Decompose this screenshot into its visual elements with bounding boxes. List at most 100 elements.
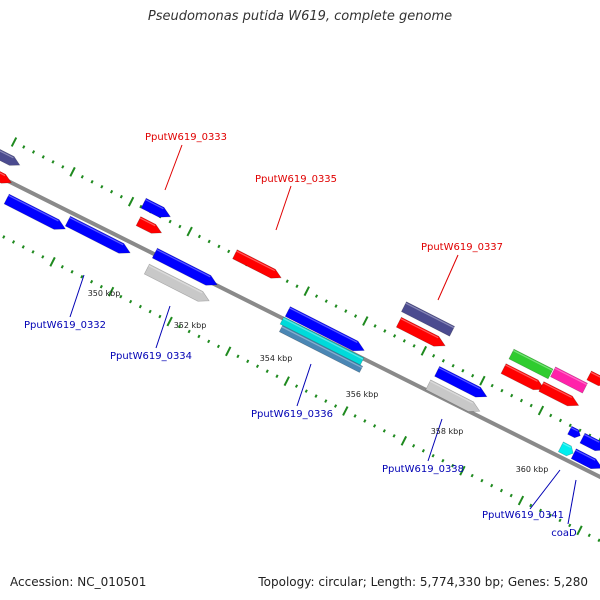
bottom-tick [90,279,94,284]
top-tick [441,358,445,363]
bottom-tick [255,364,260,369]
gene-feature-g_blue_332a[interactable] [3,193,66,230]
bottom-tick [283,376,290,387]
bottom-tick [421,448,425,453]
leader-line-coaD [567,479,577,525]
bottom-tick [587,533,591,538]
bottom-tick [236,354,240,359]
bottom-tick [490,483,494,488]
bottom-tick [70,269,74,274]
gene-feature-g_blue_338[interactable] [434,365,488,398]
leader-line-PputW619_0341 [529,469,561,510]
top-tick [51,160,55,164]
gene-feature-g_red_340[interactable] [538,381,580,407]
gene-highlight [281,326,363,369]
top-tick [393,334,397,338]
gene-label-PputW619_0337[interactable]: PputW619_0337 [421,242,503,253]
gene-feature-g_cyan_336[interactable] [279,316,365,366]
gene-feature-g_top_left_red[interactable] [0,165,12,184]
bottom-tick [80,274,84,279]
leader-line-PputW619_0332 [69,274,85,318]
bottom-tick [107,286,115,297]
gene-feature-g_purple_337[interactable] [400,301,456,337]
bottom-tick [353,414,357,418]
gene-feature-g_blue_334[interactable] [151,247,218,286]
gene-highlight [405,302,455,329]
top-tick [285,279,289,284]
gene-highlight [69,217,124,246]
bottom-tick [538,508,543,513]
bottom-tick [400,435,408,446]
top-tick [295,284,299,288]
gene-label-PputW619_0336[interactable]: PputW619_0336 [251,409,333,420]
gene-feature-g_blue_right_edge[interactable] [579,432,600,452]
gene-highlight [512,349,553,371]
gene-feature-g_red_339[interactable] [500,363,546,391]
bottom-tick [499,488,504,493]
bottom-tick [459,465,466,476]
label-leader-lines [69,144,577,525]
bottom-tick [166,316,173,327]
gene-highlight [156,249,211,278]
bottom-tick [576,525,583,536]
bottom-tick [225,346,232,357]
gene-highlight [148,265,203,294]
gene-feature-g_cyan_341[interactable] [557,441,574,457]
gene-highlight [289,307,358,343]
bottom-tick [548,513,552,518]
top-tick [578,428,582,433]
gene-highlight [583,433,600,443]
map-labels: PputW619_0333PputW619_0335PputW619_0337P… [24,132,577,539]
top-tick [217,244,221,249]
gene-feature-g_red_right_edge[interactable] [586,370,600,387]
gene-feature-g_blue_332b[interactable] [64,215,131,254]
gene-feature-g_blue_coaD[interactable] [570,448,600,470]
gene-feature-g_pink_340[interactable] [550,366,588,394]
bottom-tick [11,240,16,244]
top-tick [510,393,514,398]
gene-label-PputW619_0332[interactable]: PputW619_0332 [24,320,106,331]
bottom-tick [314,394,318,398]
gene-feature-g_steel_336[interactable] [278,325,364,373]
top-tick [549,413,553,418]
bottom-tick [265,369,269,374]
top-tick [362,316,369,326]
bottom-tick [568,523,572,528]
bottom-tick [382,429,386,433]
gene-highlight [590,371,600,378]
gene-highlight [282,317,364,360]
gene-feature-g_top_left_purple[interactable] [0,143,21,166]
gene-highlight [0,172,6,177]
bottom-tick [324,399,328,403]
top-tick [490,383,494,388]
gene-features[interactable] [0,143,600,470]
gene-feature-g_blue_333[interactable] [140,197,171,218]
top-tick [227,249,231,254]
gene-feature-g_red_335[interactable] [232,249,282,279]
tick-marks [2,137,600,543]
gene-label-PputW619_0338[interactable]: PputW619_0338 [382,464,464,475]
gene-feature-g_blue_336[interactable] [284,306,365,352]
gene-label-PputW619_0341[interactable]: PputW619_0341 [482,510,564,521]
gene-label-PputW619_0333[interactable]: PputW619_0333 [145,132,227,143]
top-tick [100,184,104,189]
top-tick [537,405,545,416]
gene-feature-g_gray_334[interactable] [143,263,210,302]
leader-line-PputW619_0337 [437,254,459,301]
gene-feature-g_red_337[interactable] [395,316,446,347]
bottom-tick [41,255,45,259]
gene-feature-g_green_339[interactable] [508,348,554,380]
gene-feature-g_blue_341_small[interactable] [567,425,581,439]
gene-highlight [542,382,572,399]
bottom-tick [529,503,533,508]
gene-highlight [438,367,481,390]
gene-feature-g_red_333[interactable] [135,216,163,234]
gene-highlight [575,449,596,461]
bottom-tick [138,304,142,309]
gene-label-PputW619_0334[interactable]: PputW619_0334 [110,351,192,362]
gene-feature-g_gray_338[interactable] [425,379,481,412]
gene-label-coaD[interactable]: coaD [551,528,577,539]
gene-label-PputW619_0335[interactable]: PputW619_0335 [255,174,337,185]
bottom-tick [21,245,25,249]
